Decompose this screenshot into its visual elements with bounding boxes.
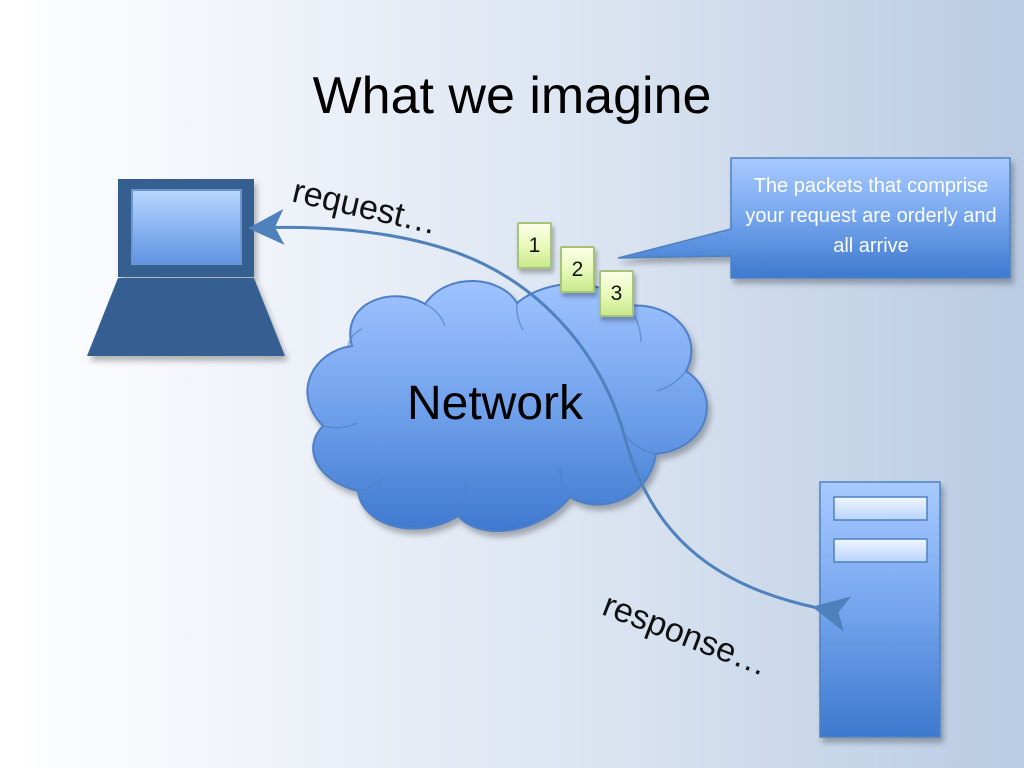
laptop-icon [87,179,285,356]
slide-title: What we imagine [312,67,712,125]
packet-3: 3 [599,270,634,317]
packet-1: 1 [517,222,552,269]
callout-text: The packets that comprise your request a… [745,175,997,257]
network-label: Network [406,377,584,430]
packet-2: 2 [560,246,595,293]
request-response-arrow [248,208,852,632]
server-icon [819,481,941,738]
